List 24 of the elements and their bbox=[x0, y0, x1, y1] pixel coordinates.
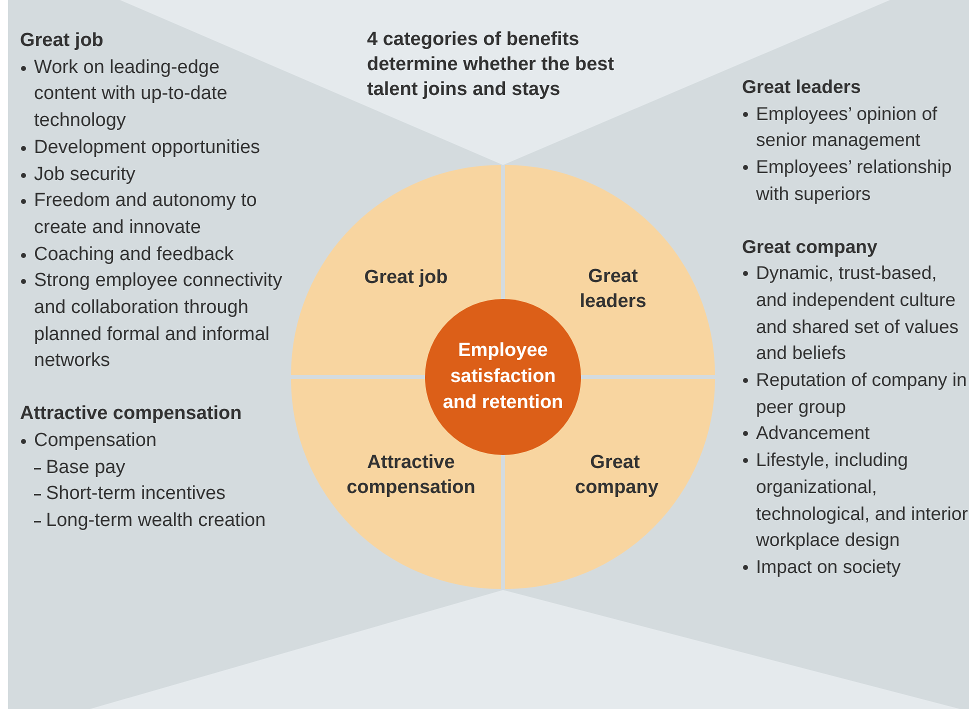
bullet-item: Dynamic, trust-based, and independent culture and shared set of values and beliefs bbox=[742, 260, 969, 368]
sub-item: Base pay bbox=[20, 454, 285, 482]
bullet-item: Advancement bbox=[742, 420, 969, 448]
bullet-item: Job security bbox=[20, 162, 285, 188]
category-heading: Great leaders bbox=[742, 75, 862, 99]
bullet-item: Coaching and feedback bbox=[20, 242, 285, 268]
quadrant-label: Great job bbox=[363, 266, 449, 290]
sub-item: Long-term wealth creation bbox=[20, 508, 285, 535]
bullet-item: Freedom and autonomy to create and innovate bbox=[20, 188, 285, 242]
bullet-item: Compensation bbox=[20, 428, 285, 455]
category-heading: Attractive compensation bbox=[20, 402, 243, 426]
category-heading: Great job bbox=[20, 29, 104, 53]
sub-item: Short-term incentives bbox=[20, 481, 285, 508]
bullet-item: Impact on society bbox=[742, 554, 969, 581]
bullet-item: Development opportunities bbox=[20, 134, 285, 162]
bullet-item: Reputation of company in peer group bbox=[742, 367, 969, 420]
bullet-item: Employees’ opinion of senior management bbox=[742, 100, 969, 154]
category-heading: Great company bbox=[742, 234, 878, 259]
bullet-item: Lifestyle, including organizational, technological, and interior workplace design bbox=[742, 447, 969, 554]
bullet-item: Strong employee connectivity and collaboration through planned formal and informal networks bbox=[20, 268, 285, 376]
title: 4 categories of benefits determine whether the best talent joins and stays bbox=[367, 28, 616, 102]
quadrant-label: Great leaders bbox=[578, 265, 648, 314]
bullet-item: Work on leading-edge content with up-to-date technology bbox=[20, 54, 285, 135]
bullet-item: Employees’ relationship with superiors bbox=[742, 154, 969, 208]
